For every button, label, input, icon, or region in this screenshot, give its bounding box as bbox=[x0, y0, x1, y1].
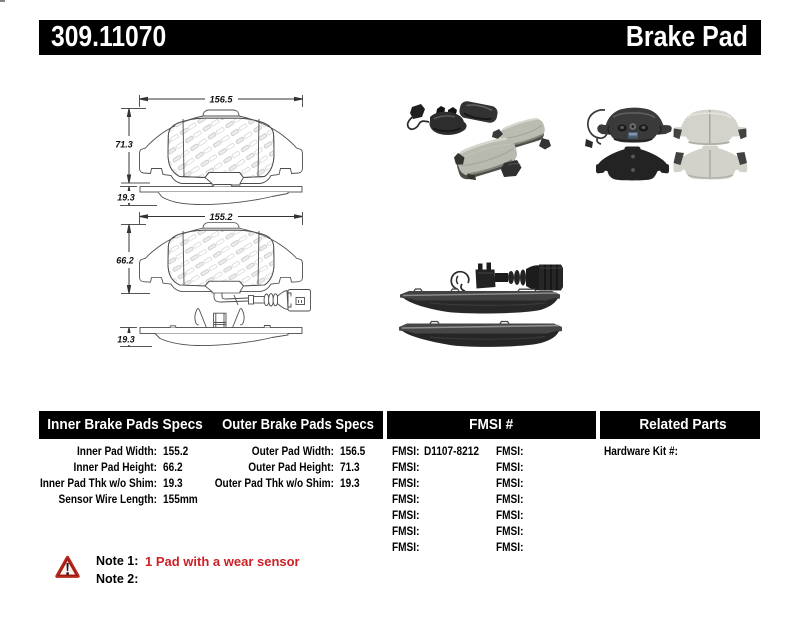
svg-text:156.5: 156.5 bbox=[210, 95, 234, 106]
svg-text:66.2: 66.2 bbox=[116, 256, 134, 267]
svg-text:19.3: 19.3 bbox=[117, 193, 135, 204]
svg-text:19.3: 19.3 bbox=[117, 335, 135, 346]
svg-text:155.2: 155.2 bbox=[210, 212, 234, 223]
svg-text:71.3: 71.3 bbox=[115, 140, 133, 151]
